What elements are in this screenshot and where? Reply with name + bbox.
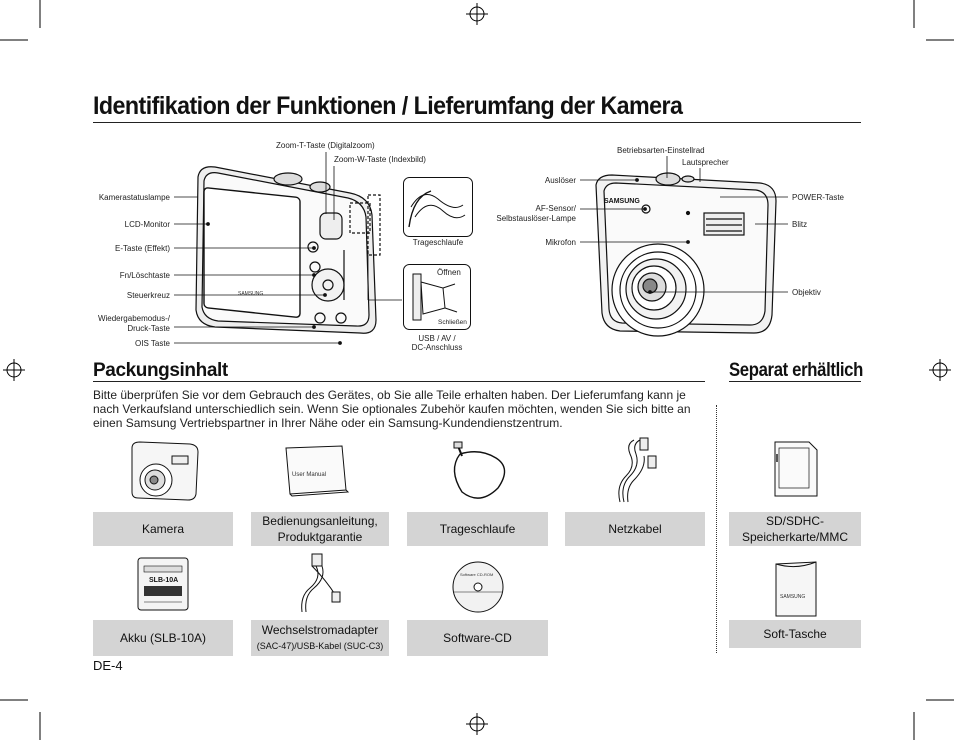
optional-rule bbox=[729, 381, 861, 382]
battery-print-text: SLB-10A bbox=[149, 577, 178, 584]
power-label: POWER-Taste bbox=[792, 193, 845, 202]
registration-mark-left bbox=[3, 359, 25, 381]
e-key-label: E-Taste (Effekt) bbox=[115, 244, 170, 253]
optional-heading: Separat erhältlich bbox=[729, 360, 863, 381]
registration-mark-right bbox=[929, 359, 951, 381]
camera-item-label: Kamera bbox=[93, 512, 233, 546]
package-intro: Bitte überprüfen Sie vor dem Gebrauch de… bbox=[93, 388, 691, 430]
strap-item-illustration bbox=[453, 441, 506, 499]
front-brand-text: SAMSUNG bbox=[604, 198, 640, 205]
lcd-label: LCD-Monitor bbox=[124, 220, 170, 229]
page-title: Identifikation der Funktionen / Lieferum… bbox=[93, 92, 683, 120]
speaker-label: Lautsprecher bbox=[682, 158, 729, 167]
page-number: DE-4 bbox=[93, 658, 123, 673]
fn-key-label: Fn/Löschtaste bbox=[119, 271, 170, 280]
mode-dial-label: Betriebsarten-Einstellrad bbox=[617, 146, 705, 155]
playback-label-line2: Druck-Taste bbox=[127, 324, 170, 333]
playback-label-line1: Wiedergabemodus-/ bbox=[97, 314, 170, 323]
shutter-label: Auslöser bbox=[544, 176, 576, 185]
memory-card-item-label: SD/SDHC-Speicherkarte/MMC bbox=[729, 512, 861, 546]
close-label: Schließen bbox=[438, 319, 467, 326]
power-cable-item-illustration bbox=[618, 437, 657, 503]
power-cable-item-label: Netzkabel bbox=[565, 512, 705, 546]
flash-label: Blitz bbox=[792, 220, 808, 229]
camera-front-illustration: SAMSUNG bbox=[595, 172, 777, 337]
package-heading: Packungsinhalt bbox=[93, 360, 228, 381]
zoom-w-label: Zoom-W-Taste (Indexbild) bbox=[334, 155, 426, 164]
column-separator bbox=[716, 405, 717, 653]
usb-label-line2: DC-Anschluss bbox=[411, 343, 463, 352]
adapter-item-label: Wechselstromadapter(SAC-47)/USB-Kabel (S… bbox=[251, 620, 389, 656]
camera-back-illustration: SAMSUNG bbox=[195, 166, 381, 334]
title-rule bbox=[93, 122, 861, 123]
manual-item-label: Bedienungsanleitung,Produktgarantie bbox=[251, 512, 389, 546]
strap-detail-illustration bbox=[403, 177, 473, 237]
memory-card-item-illustration bbox=[774, 441, 818, 497]
manual-cover-text: User Manual bbox=[292, 472, 326, 478]
cd-print-text: Software CD-ROM bbox=[460, 572, 493, 577]
package-rule bbox=[93, 381, 705, 382]
control-pad-label: Steuerkreuz bbox=[126, 291, 170, 300]
af-sensor-label-line1: AF-Sensor/ bbox=[535, 204, 576, 213]
manual-item-illustration: User Manual bbox=[285, 445, 350, 497]
lens-label: Objektiv bbox=[792, 288, 821, 297]
registration-mark-top bbox=[466, 3, 488, 25]
cd-item-illustration: Software CD-ROM bbox=[452, 561, 504, 613]
af-sensor-label-line2: Selbstauslöser-Lampe bbox=[496, 214, 576, 223]
battery-item-illustration: SLB-10A bbox=[137, 557, 189, 611]
status-lamp-label: Kamerastatuslampe bbox=[98, 193, 170, 202]
strap-item-label: Trageschlaufe bbox=[407, 512, 548, 546]
usb-detail-illustration bbox=[403, 264, 471, 330]
registration-mark-bottom bbox=[466, 713, 488, 735]
svg-text:SAMSUNG: SAMSUNG bbox=[238, 291, 263, 297]
zoom-t-label: Zoom-T-Taste (Digitalzoom) bbox=[276, 141, 375, 150]
battery-item-label: Akku (SLB-10A) bbox=[93, 620, 233, 656]
strap-detail-label: Trageschlaufe bbox=[412, 238, 464, 247]
soft-case-item-illustration: SAMSUNG bbox=[775, 561, 817, 617]
mic-label: Mikrofon bbox=[545, 238, 576, 247]
usb-label-line1: USB / AV / bbox=[418, 334, 456, 343]
open-label: Öffnen bbox=[437, 268, 461, 277]
cd-item-label: Software-CD bbox=[407, 620, 548, 656]
soft-case-print-text: SAMSUNG bbox=[780, 594, 805, 600]
ois-label: OIS Taste bbox=[135, 339, 170, 348]
soft-case-item-label: Soft-Tasche bbox=[729, 620, 861, 648]
camera-item-illustration bbox=[131, 441, 199, 501]
adapter-item-illustration bbox=[301, 553, 341, 613]
